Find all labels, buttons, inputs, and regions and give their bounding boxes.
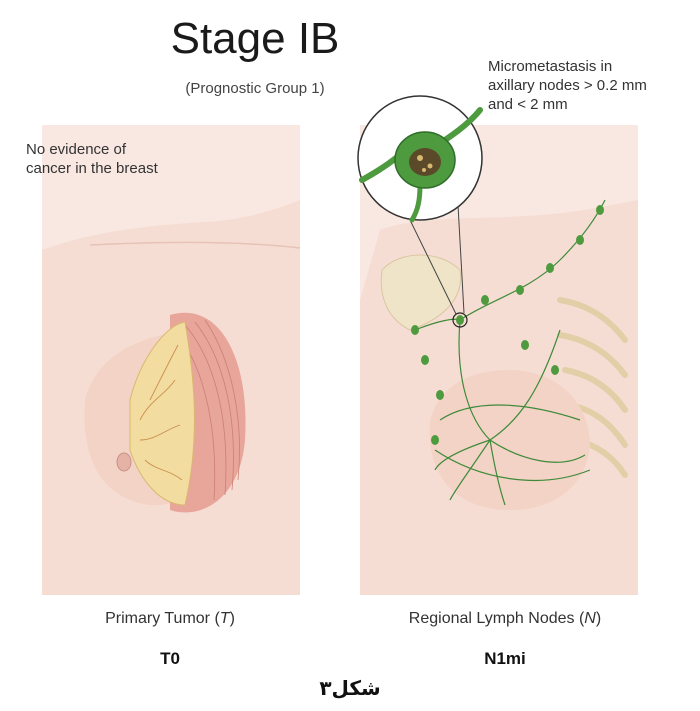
left-annotation-line: cancer in the breast [26,160,158,177]
right-caption: Regional Lymph Nodes (N) [360,610,650,628]
right-annotation-line: and < 2 mm [488,96,568,113]
right-breast-outline [429,370,590,510]
zoom-connector-line-2 [457,204,465,314]
right-annotation-line: Micrometastasis in [488,58,613,75]
lymph-nodes [411,205,604,445]
right-caption-text: Regional Lymph Nodes ( [408,610,585,627]
left-annotation-line: No evidence of [26,141,127,158]
figure-label: شکل۳ [319,678,381,700]
lymph-vessel-network [414,199,606,506]
left-annotation: No evidence of cancer in the breast [26,140,246,178]
right-annotation: Micrometastasis in axillary nodes > 0.2 … [488,57,698,114]
page-title: Stage IB [170,14,340,63]
left-panel-illustration [42,125,301,595]
right-stage-code: N1mi [484,649,526,668]
micrometastasis-node-marker [452,312,468,328]
right-panel-illustration [357,95,638,595]
left-fatty-tissue [129,321,195,506]
page-subtitle: (Prognostic Group 1) [185,80,325,97]
left-nipple [116,452,132,472]
left-glandular-lobes [139,344,183,481]
right-shoulder-bone [380,254,462,331]
zoom-connector-line-1 [409,219,457,315]
right-annotation-line: axillary nodes > 0.2 mm [488,77,647,94]
right-caption-close: ) [595,610,602,627]
left-collarbone-line [89,241,301,249]
left-caption-variable: T [219,610,230,627]
left-caption-text: Primary Tumor ( [105,610,220,627]
left-stage-code: T0 [160,649,180,668]
left-caption-close: ) [229,610,235,627]
magnified-lymph-node [359,107,483,223]
right-caption-variable: N [584,610,596,627]
left-caption: Primary Tumor (T) [40,610,300,628]
